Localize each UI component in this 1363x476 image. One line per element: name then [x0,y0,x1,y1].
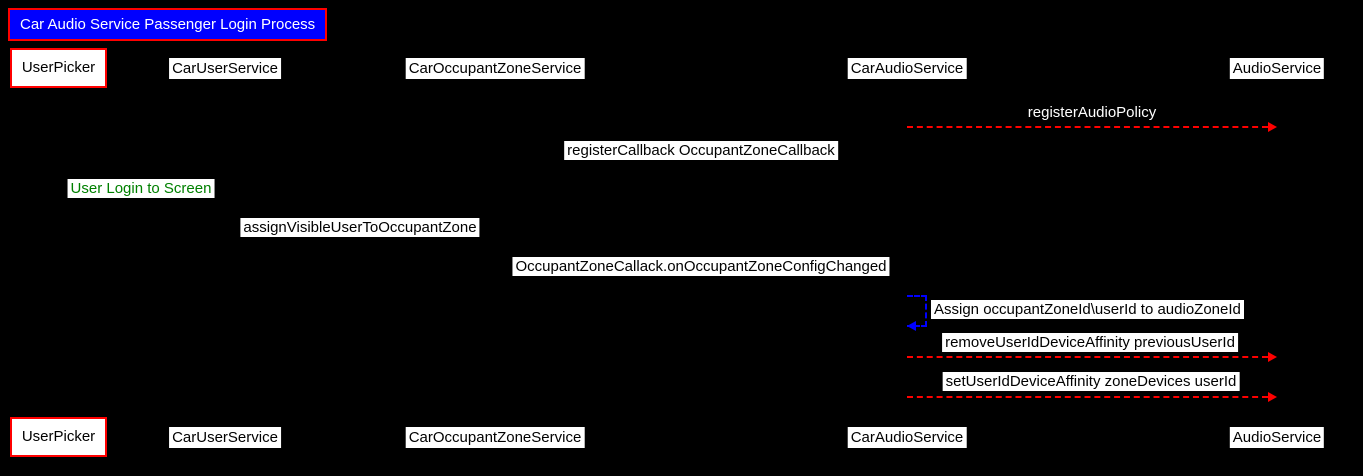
lifeline-caruserservice [224,80,225,427]
lifeline-caraudioservice [906,80,907,427]
participant-audioservice-bottom: AudioService [1229,427,1325,448]
message-arrow-onoccupantzoneconfigchanged [495,280,898,282]
lifeline-caroccupantzoneservice [494,80,495,427]
message-label-assignvisibleuser: assignVisibleUserToOccupantZone [240,218,480,237]
diagram-title: Car Audio Service Passenger Login Proces… [8,8,328,41]
arrow-left-icon [907,321,916,331]
participant-caroccupantzoneservice-top: CarOccupantZoneService [405,58,585,79]
message-label-setuseriddeviceaffinity: setUserIdDeviceAffinity zoneDevices user… [942,372,1240,391]
arrow-right-icon [898,276,907,286]
message-arrow-registeraudiopolicy [907,126,1268,128]
participant-caroccupantzoneservice-bottom: CarOccupantZoneService [405,427,585,448]
message-label-assignzone: Assign occupantZoneId\userId to audioZon… [931,300,1244,319]
arrow-right-icon [1268,392,1277,402]
message-self-arrow-assignzone [907,295,927,327]
lifeline-userpicker [57,88,58,417]
arrow-left-icon [495,160,504,170]
message-label-registercallback: registerCallback OccupantZoneCallback [564,141,838,160]
participant-caruserservice-bottom: CarUserService [169,427,281,448]
message-arrow-assignvisibleuser [225,241,486,243]
message-arrow-userlogin [58,202,216,204]
message-label-onoccupantzoneconfigchanged: OccupantZoneCallack.onOccupantZoneConfig… [512,257,890,276]
arrow-right-icon [1268,352,1277,362]
message-label-removeuseriddeviceaffinity: removeUserIdDeviceAffinity previousUserI… [942,333,1238,352]
lifeline-audioservice [1276,80,1277,427]
participant-caraudioservice-bottom: CarAudioService [847,427,967,448]
message-label-userlogin: User Login to Screen [67,179,215,198]
arrow-right-icon [486,237,495,247]
participant-audioservice-top: AudioService [1229,58,1325,79]
participant-userpicker-top: UserPicker [10,48,107,88]
message-arrow-registercallback [504,164,907,166]
participant-caraudioservice-top: CarAudioService [847,58,967,79]
message-label-registeraudiopolicy: registerAudioPolicy [1027,104,1157,121]
message-arrow-removeuseriddeviceaffinity [907,356,1268,358]
arrow-right-icon [216,198,225,208]
arrow-right-icon [1268,122,1277,132]
participant-userpicker-bottom: UserPicker [10,417,107,457]
message-arrow-setuseriddeviceaffinity [907,396,1268,398]
participant-caruserservice-top: CarUserService [169,58,281,79]
